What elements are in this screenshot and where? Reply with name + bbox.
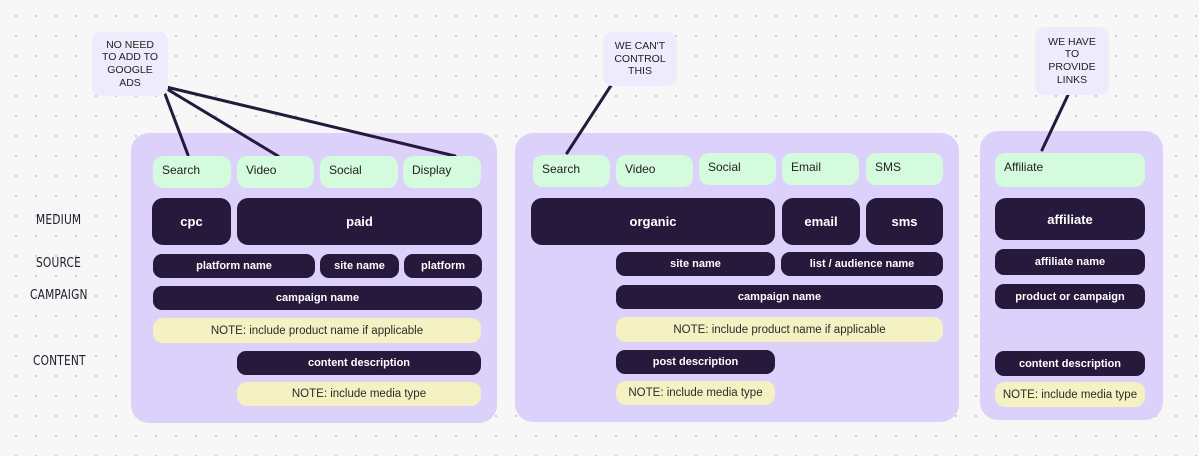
content-description: content description — [237, 351, 481, 375]
row-label-medium: MEDIUM — [36, 213, 82, 228]
medium-email: email — [782, 198, 860, 245]
source-list-audience-name: list / audience name — [781, 252, 943, 276]
channel-tag-email: Email — [782, 153, 859, 185]
connector-provide-links — [1040, 93, 1070, 152]
channel-tag-video: Video — [616, 155, 693, 187]
channel-tag-video: Video — [237, 156, 314, 188]
connector-to-display — [160, 84, 457, 158]
connector-to-search — [160, 84, 190, 157]
channel-tag-search: Search — [153, 156, 231, 188]
medium-cpc: cpc — [152, 198, 231, 245]
row-label-content: CONTENT — [33, 354, 86, 369]
row-label-campaign: CAMPAIGN — [30, 288, 88, 303]
source-platform-name: platform name — [153, 254, 315, 278]
medium-sms: sms — [866, 198, 943, 245]
sticky-no-need-google-ads: NO NEED TO ADD TO GOOGLE ADS — [92, 32, 168, 96]
content-note: NOTE: include media type — [995, 382, 1145, 407]
connector-cant-control — [565, 82, 614, 155]
campaign-note: NOTE: include product name if applicable — [153, 318, 481, 343]
channel-tag-affiliate: Affiliate — [995, 153, 1145, 187]
channel-tag-social: Social — [699, 153, 776, 185]
medium-paid: paid — [237, 198, 482, 245]
channel-tag-display: Display — [403, 156, 481, 188]
channel-tag-search: Search — [533, 155, 610, 187]
content-post-description: post description — [616, 350, 775, 374]
medium-organic: organic — [531, 198, 775, 245]
medium-affiliate: affiliate — [995, 198, 1145, 240]
content-description: content description — [995, 351, 1145, 376]
content-note: NOTE: include media type — [237, 382, 481, 406]
source-site-name: site name — [320, 254, 399, 278]
campaign-name: campaign name — [153, 286, 482, 310]
campaign-product-or-campaign: product or campaign — [995, 284, 1145, 309]
channel-tag-social: Social — [320, 156, 398, 188]
sticky-cant-control: WE CAN'T CONTROL THIS — [603, 32, 677, 86]
row-label-source: SOURCE — [36, 256, 82, 271]
sticky-provide-links: WE HAVE TO PROVIDE LINKS — [1035, 27, 1109, 95]
channel-tag-sms: SMS — [866, 153, 943, 185]
source-platform: platform — [404, 254, 482, 278]
campaign-note: NOTE: include product name if applicable — [616, 317, 943, 342]
content-note: NOTE: include media type — [616, 381, 775, 405]
campaign-name: campaign name — [616, 285, 943, 309]
source-site-name: site name — [616, 252, 775, 276]
connector-to-video — [160, 84, 280, 158]
source-affiliate-name: affiliate name — [995, 249, 1145, 275]
